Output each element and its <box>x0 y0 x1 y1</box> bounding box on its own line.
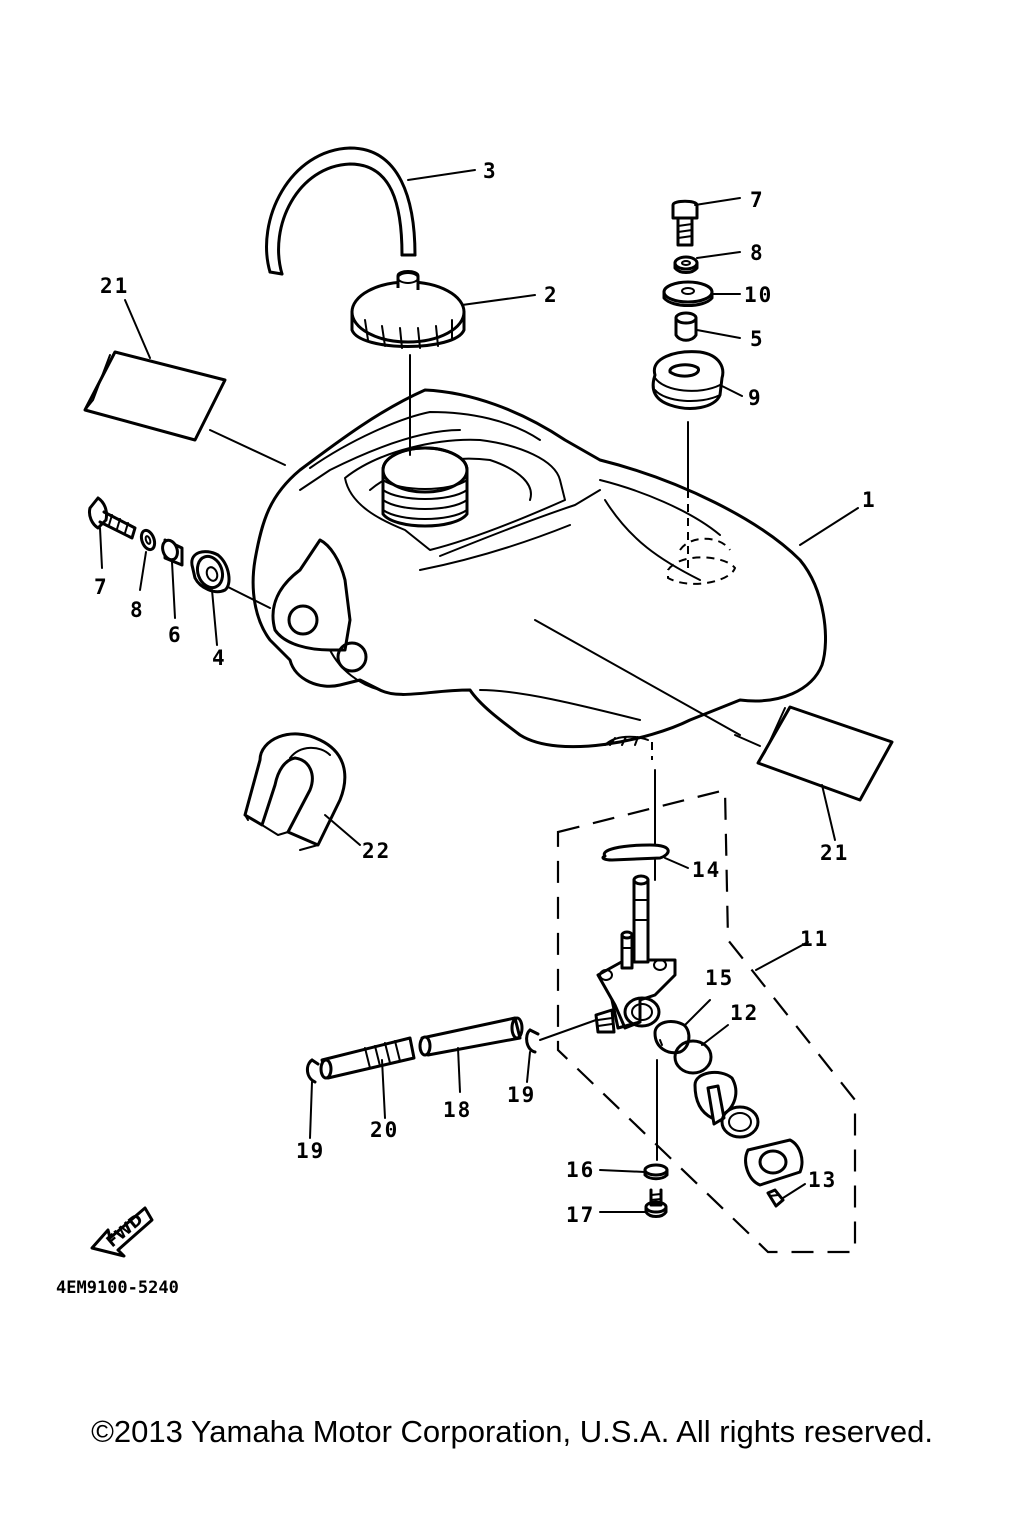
callout-19-left: 19 <box>296 1139 325 1163</box>
drawing-code: 4EM9100-5240 <box>56 1278 179 1298</box>
callout-15: 15 <box>705 966 734 990</box>
guide-lines <box>209 354 761 1161</box>
callout-10: 10 <box>744 283 773 307</box>
part-5-collar-rear[interactable] <box>674 311 698 342</box>
part-6-collar-front[interactable] <box>160 538 184 567</box>
callout-labels: 3 7 8 2 10 5 9 21 1 7 8 6 4 22 21 14 11 … <box>94 159 877 1227</box>
part-20-hose-joint[interactable] <box>319 1036 416 1080</box>
callout-19-right: 19 <box>507 1083 536 1107</box>
part-21-decal-left[interactable] <box>83 350 227 442</box>
forward-direction-arrow: FWD <box>90 1206 154 1258</box>
part-7-bolt-front[interactable] <box>88 496 137 540</box>
callout-21-right: 21 <box>820 841 849 865</box>
leader-lines <box>99 169 859 1213</box>
part-8-washer-front[interactable] <box>139 528 157 552</box>
callout-22: 22 <box>362 839 391 863</box>
callout-8-front: 8 <box>130 598 145 622</box>
callout-4: 4 <box>212 646 227 670</box>
part-2-fuel-cap[interactable] <box>350 270 466 349</box>
part-19-clip-right[interactable] <box>525 1028 540 1054</box>
assembly-boundary <box>556 788 857 1254</box>
callout-8-rear: 8 <box>750 241 765 265</box>
callout-18: 18 <box>443 1098 472 1122</box>
callout-7-rear: 7 <box>750 188 765 212</box>
part-13-screw[interactable] <box>766 1188 785 1208</box>
callout-7-front: 7 <box>94 575 109 599</box>
part-21-decal-right[interactable] <box>756 705 894 802</box>
part-15-filter-cup[interactable] <box>653 1020 691 1055</box>
part-lever-and-seal[interactable] <box>693 1070 760 1139</box>
part-1-fuel-tank[interactable] <box>251 388 828 749</box>
copyright-notice: ©2013 Yamaha Motor Corporation, U.S.A. A… <box>91 1414 933 1449</box>
callout-1: 1 <box>862 488 877 512</box>
callout-9: 9 <box>748 386 763 410</box>
part-8-washer-rear[interactable] <box>673 255 699 274</box>
part-9-grommet[interactable] <box>651 350 725 410</box>
callout-12: 12 <box>730 1001 759 1025</box>
callout-13: 13 <box>808 1168 837 1192</box>
part-14-gasket[interactable] <box>601 843 670 862</box>
callout-5: 5 <box>750 327 765 351</box>
part-18-fuel-hose[interactable] <box>418 1016 524 1057</box>
callout-3: 3 <box>483 159 498 183</box>
part-16-washer[interactable] <box>643 1163 669 1181</box>
callout-16: 16 <box>566 1158 595 1182</box>
callout-17: 17 <box>566 1203 595 1227</box>
part-12-o-ring[interactable] <box>673 1039 713 1075</box>
part-4-damper-front[interactable] <box>190 550 231 594</box>
part-22-damper[interactable] <box>243 732 347 851</box>
part-3-breather-hose[interactable] <box>265 146 417 276</box>
callout-6: 6 <box>168 623 183 647</box>
part-11-fuel-cock-assembly[interactable] <box>594 874 677 1034</box>
callout-11: 11 <box>800 927 829 951</box>
callout-2: 2 <box>544 283 559 307</box>
part-19-clip-left[interactable] <box>306 1058 320 1084</box>
part-10-collar-washer[interactable] <box>662 280 714 307</box>
part-cover-plate[interactable] <box>744 1138 804 1187</box>
callout-21-left: 21 <box>100 274 129 298</box>
callout-20: 20 <box>370 1118 399 1142</box>
callout-14: 14 <box>692 858 721 882</box>
part-17-screw[interactable] <box>644 1188 668 1218</box>
part-7-bolt-rear[interactable] <box>671 199 699 247</box>
